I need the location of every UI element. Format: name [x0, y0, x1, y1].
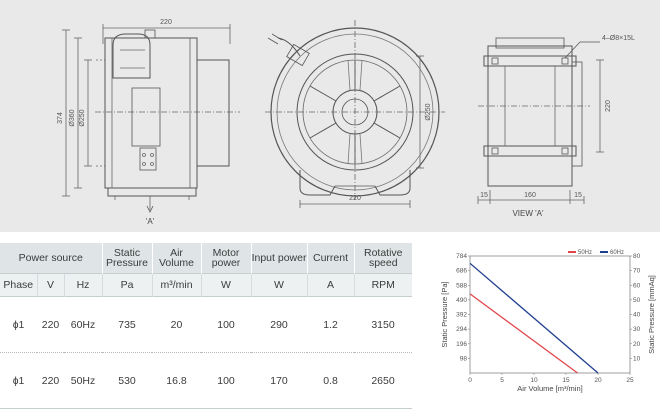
- table-cell: 530: [102, 352, 153, 409]
- x-tick-label: 0: [468, 377, 472, 384]
- unit-header: Pa: [101, 273, 153, 297]
- front-dim-dia: Ø250: [425, 103, 432, 120]
- y-axis-label: Static Pressure [Pa]: [440, 281, 449, 347]
- view-a-body: [487, 45, 573, 187]
- unit-header: V: [36, 273, 64, 297]
- y2-axis-label: Static Pressure [mmAq]: [647, 275, 656, 354]
- unit-header: A: [306, 273, 355, 297]
- view-a-dim-right: 15: [574, 192, 582, 199]
- front-dim-base: 220: [349, 195, 361, 202]
- table-cell: 100: [201, 352, 252, 409]
- terminal-box: [112, 33, 151, 79]
- y2-tick-label: 10: [633, 355, 641, 362]
- table-cell: 20: [152, 296, 202, 353]
- side-dim-inner: Ø250: [79, 109, 86, 126]
- cable-box: [286, 43, 310, 67]
- series-line-60hz: [469, 262, 599, 374]
- table-cell: 100: [201, 296, 252, 353]
- y-tick-label: 784: [456, 253, 467, 260]
- table-cell: 1.2: [307, 296, 355, 353]
- table-cell: ɸ1: [0, 352, 37, 409]
- y-tick-label: 98: [460, 355, 468, 362]
- unit-header: W: [250, 273, 308, 297]
- table-cell: 220: [37, 352, 64, 409]
- x-axis-label: Air Volume [m³/min]: [517, 384, 582, 393]
- header-rotative-speed: Rotative speed: [353, 243, 413, 274]
- table-cell: 50Hz: [64, 352, 103, 409]
- y2-tick-label: 30: [633, 326, 641, 333]
- table-cell: 2650: [354, 352, 413, 409]
- y2-tick-label: 60: [633, 282, 641, 289]
- y-tick-label: 392: [456, 312, 467, 319]
- side-dim-width: 220: [160, 19, 172, 26]
- y2-tick-label: 50: [633, 297, 641, 304]
- hole-spec: 4–Ø8×15L: [602, 35, 635, 42]
- series-line-50hz: [469, 293, 578, 374]
- header-power-source: Power source: [0, 243, 103, 274]
- technical-drawing: 220 374 Ø360 Ø250 'A': [0, 0, 660, 232]
- legend-label-60hz: 60Hz: [610, 250, 624, 256]
- plot-frame: [469, 255, 631, 374]
- chart-svg: 0 5 10 15 20 25 98 196 294 392 490 588 686 784 10 20 30 4…: [440, 250, 656, 393]
- view-a: [477, 37, 604, 204]
- table-cell: 60Hz: [64, 296, 103, 353]
- side-dim-height: 374: [57, 112, 64, 124]
- x-tick-label: 20: [594, 377, 602, 384]
- view-a-dim-center: 160: [524, 192, 536, 199]
- y-tick-label: 686: [456, 268, 467, 275]
- unit-header: Hz: [63, 273, 103, 297]
- legend-label-50hz: 50Hz: [578, 250, 592, 256]
- unit-header: m³/min: [151, 273, 202, 297]
- table-cell: ɸ1: [0, 296, 37, 353]
- table-cell: 220: [37, 296, 64, 353]
- side-dim-outer: Ø360: [69, 109, 76, 126]
- header-motor-power: Motor power: [200, 243, 252, 274]
- unit-header: Phase: [0, 273, 37, 297]
- x-tick-label: 5: [500, 377, 504, 384]
- side-view-label: 'A': [146, 217, 155, 226]
- drawing-canvas: 220 374 Ø360 Ø250 'A': [57, 19, 635, 226]
- y-tick-label: 588: [456, 282, 467, 289]
- view-a-label: VIEW 'A': [512, 209, 544, 218]
- unit-header: W: [200, 273, 252, 297]
- unit-header: RPM: [353, 273, 413, 297]
- header-current: Current: [306, 243, 355, 274]
- header-static-pressure: Static Pressure: [101, 243, 153, 274]
- header-air-volume: Air Volume: [151, 243, 202, 274]
- table-cell: 3150: [354, 296, 413, 353]
- view-a-dim-height: 220: [605, 100, 612, 112]
- y-tick-label: 196: [456, 341, 467, 348]
- y-tick-label: 490: [456, 297, 467, 304]
- table-cell: 735: [102, 296, 153, 353]
- y2-tick-label: 40: [633, 312, 641, 319]
- side-view: [62, 24, 240, 213]
- performance-chart: 0 5 10 15 20 25 98 196 294 392 490 588 686 784 10 20 30 4…: [436, 240, 660, 400]
- y2-tick-label: 20: [633, 341, 641, 348]
- table-cell: 290: [251, 296, 308, 353]
- view-a-dim-left: 15: [480, 192, 488, 199]
- x-tick-label: 10: [530, 377, 538, 384]
- x-tick-label: 25: [626, 377, 634, 384]
- y2-tick-label: 80: [633, 253, 641, 260]
- x-tick-label: 15: [562, 377, 570, 384]
- front-view: [265, 20, 445, 208]
- table-cell: 0.8: [307, 352, 355, 409]
- table-cell: 170: [251, 352, 308, 409]
- y-tick-label: 294: [456, 326, 467, 333]
- header-input-power: Input power: [250, 243, 308, 274]
- y2-tick-label: 70: [633, 268, 641, 275]
- table-cell: 16.8: [152, 352, 202, 409]
